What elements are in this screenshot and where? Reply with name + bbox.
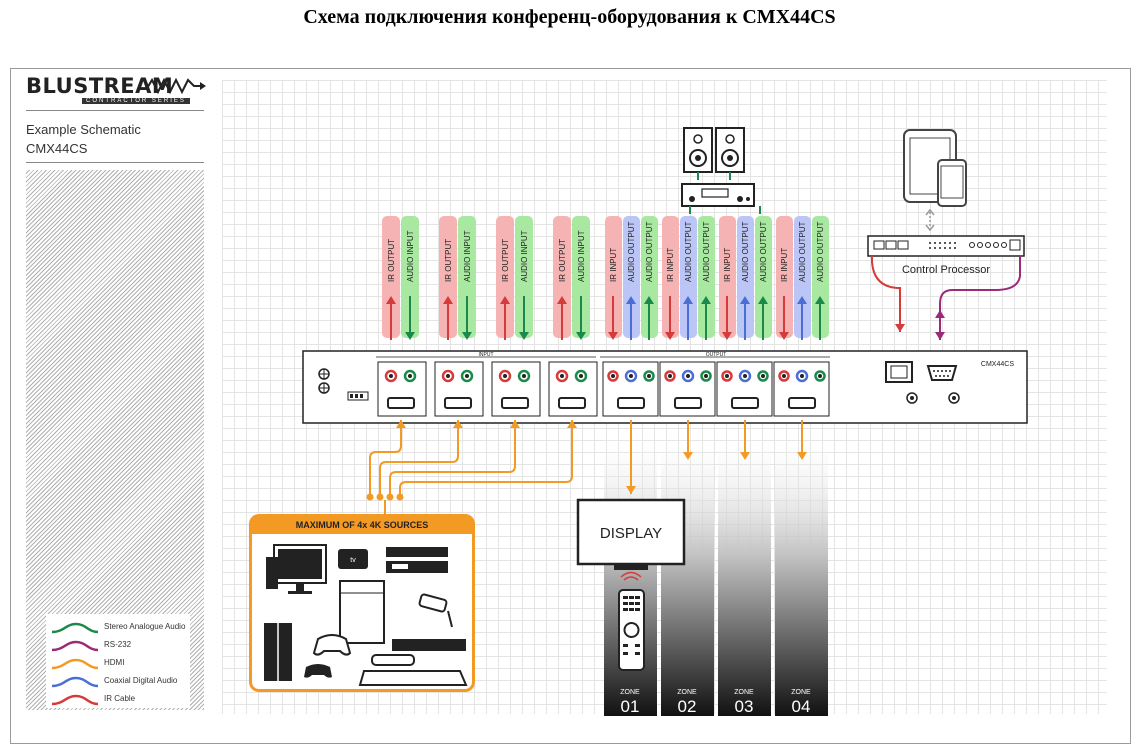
ps4-console-icon: [264, 623, 292, 681]
audio-input-label: AUDIO INPUT: [520, 230, 529, 282]
audio-output-label: AUDIO OUTPUT: [684, 221, 693, 282]
zone-columns: [604, 430, 828, 716]
ir-output-label: IR OUTPUT: [558, 239, 567, 282]
ir-output-label: IR OUTPUT: [501, 239, 510, 282]
audio-output-label: AUDIO OUTPUT: [741, 221, 750, 282]
zone-label: ZONE: [734, 689, 754, 696]
legend-label: RS-232: [104, 640, 132, 649]
zone-labels: ZONE 01 ZONE 02 ZONE 03 ZONE 04: [620, 689, 811, 716]
zone-02-column: [661, 430, 714, 716]
zone-number: 01: [621, 697, 640, 716]
bar-arrows: [390, 296, 821, 340]
ir-output-label: IR OUTPUT: [444, 239, 453, 282]
schematic-title-line1: Example Schematic: [26, 122, 141, 137]
ir-input-label: IR INPUT: [609, 248, 618, 282]
svg-text:tv: tv: [350, 557, 356, 564]
hdmi-output-cables: [630, 420, 803, 494]
legend-item: Stereo Analogue Audio: [52, 622, 192, 636]
audio-output-label: AUDIO OUTPUT: [759, 221, 768, 282]
legend-swatch-icon: [52, 622, 98, 634]
media-player-icon: [358, 654, 468, 686]
input-section-label: INPUT: [479, 352, 494, 358]
phone-icon: [937, 159, 967, 207]
speakers-icon: [683, 127, 745, 173]
audio-output-label: AUDIO OUTPUT: [627, 221, 636, 282]
audio-output-label: AUDIO OUTPUT: [798, 221, 807, 282]
bar-arrowheads: [386, 296, 825, 340]
apple-tv-icon: tv: [338, 549, 368, 569]
zone-number: 03: [735, 697, 754, 716]
zone-03-column: [718, 430, 771, 716]
schematic-title-line2: CMX44CS: [26, 141, 88, 156]
game-controller-icon: [304, 634, 352, 678]
set-top-box-icon: [386, 547, 448, 573]
ir-output-label: IR OUTPUT: [387, 239, 396, 282]
legend-label: Stereo Analogue Audio: [104, 622, 186, 631]
ir-input-label: IR INPUT: [723, 248, 732, 282]
zone-label: ZONE: [677, 689, 697, 696]
audio-output-label: AUDIO OUTPUT: [645, 221, 654, 282]
zone-number: 02: [678, 697, 697, 716]
zone-label: ZONE: [620, 689, 640, 696]
output-signal-bars: [605, 216, 829, 338]
sidebar: BLUSTREAM CONTRACTOR SERIES Example Sche…: [26, 74, 206, 710]
legend-swatch-icon: [52, 694, 98, 706]
bar-labels: IR OUTPUT AUDIO INPUT IR OUTPUT AUDIO IN…: [387, 221, 825, 282]
ir-input-label: IR INPUT: [780, 248, 789, 282]
device-name: CMX44CS: [981, 361, 1014, 368]
schematic-title: Example Schematic CMX44CS: [26, 120, 141, 158]
output-ports: [602, 361, 830, 417]
hdmi-arrowheads: [366, 420, 577, 501]
audio-output-label: AUDIO OUTPUT: [702, 221, 711, 282]
logo-wave-icon: [146, 77, 206, 95]
sources-header: MAXIMUM OF 4x 4K SOURCES: [252, 517, 472, 534]
display-device: [576, 498, 686, 570]
legend-swatch-icon: [52, 640, 98, 652]
ir-input-label: IR INPUT: [666, 248, 675, 282]
control-processor-label: Control Processor: [902, 264, 990, 276]
rs232-cable: [939, 256, 1021, 340]
remote-control-icon: [618, 571, 645, 671]
audio-input-label: AUDIO INPUT: [577, 230, 586, 282]
diagram-frame: [10, 68, 1131, 744]
wireless-link-icon: [925, 208, 935, 232]
control-ports: [885, 361, 960, 404]
bluray-player-icon: [392, 639, 466, 651]
audio-output-label: AUDIO OUTPUT: [816, 221, 825, 282]
display-label: DISPLAY: [600, 525, 662, 542]
audio-input-label: AUDIO INPUT: [406, 230, 415, 282]
control-processor-device: [867, 235, 1025, 257]
zone-number: 04: [792, 697, 811, 716]
legend-item: Coaxial Digital Audio: [52, 676, 192, 690]
legend-label: Coaxial Digital Audio: [104, 676, 178, 685]
legend-item: HDMI: [52, 658, 192, 672]
output-section-label: OUTPUT: [706, 352, 727, 358]
zone-04-column: [775, 430, 828, 716]
legend-item: IR Cable: [52, 694, 192, 708]
zone-label: ZONE: [791, 689, 811, 696]
amplifier-icon: [681, 183, 755, 207]
blustream-logo: BLUSTREAM: [26, 74, 206, 98]
logo-subtitle: CONTRACTOR SERIES: [82, 98, 190, 104]
sources-icons: tv: [264, 544, 468, 686]
legend: Stereo Analogue Audio RS-232 HDMI Coaxia…: [46, 614, 190, 708]
page-title: Схема подключения конференц-оборудования…: [303, 6, 836, 28]
legend-item: RS-232: [52, 640, 192, 654]
input-signal-bars: [382, 216, 590, 338]
hdmi-input-cables: [369, 420, 573, 494]
legend-label: HDMI: [104, 658, 125, 667]
legend-swatch-icon: [52, 676, 98, 688]
ir-cable: [871, 256, 901, 332]
xbox-console-icon: [339, 580, 385, 644]
legend-label: IR Cable: [104, 694, 136, 703]
legend-swatch-icon: [52, 658, 98, 670]
sources-panel: MAXIMUM OF 4x 4K SOURCES tv: [249, 514, 475, 692]
audio-input-label: AUDIO INPUT: [463, 230, 472, 282]
input-ports: [377, 361, 598, 417]
camera-icon: [418, 593, 453, 628]
pc-monitor-icon: [266, 544, 327, 594]
